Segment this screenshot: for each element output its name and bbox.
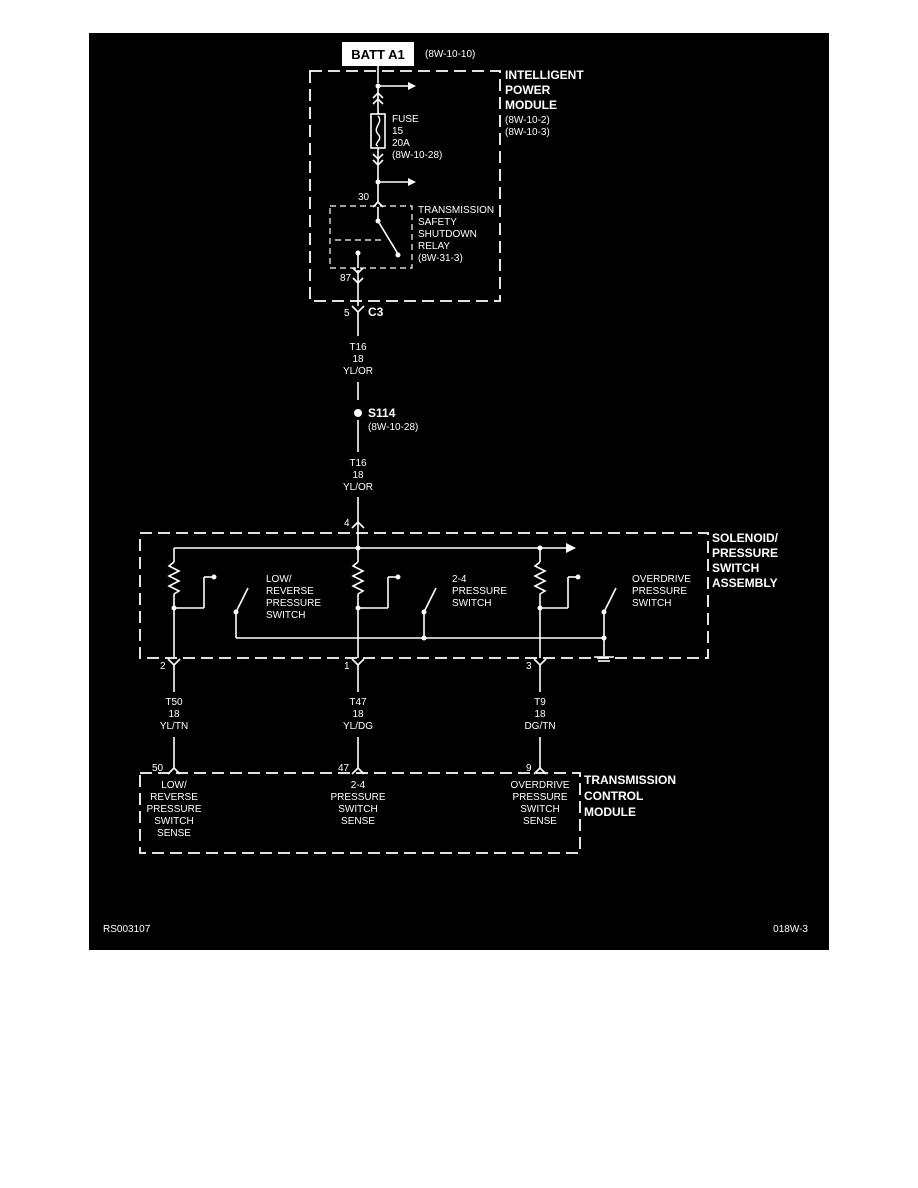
switch-3-label-2: PRESSURE	[632, 586, 687, 597]
fuse-label: FUSE	[392, 114, 419, 125]
relay-outline	[329, 205, 413, 269]
battery-feed: BATT A1 (8W-10-10)	[342, 42, 475, 83]
connector-c3-name: C3	[368, 305, 384, 319]
diagram-panel	[89, 33, 829, 950]
wire-lower-color: YL/OR	[343, 482, 373, 493]
wire-upper-color: YL/OR	[343, 366, 373, 377]
tcm-input-1-line-2: REVERSE	[150, 792, 198, 803]
battery-ref: (8W-10-10)	[425, 49, 475, 60]
ipm-ref-1: (8W-10-2)	[505, 115, 550, 126]
overdrive-pressure-switch: OVERDRIVE PRESSURE SWITCH	[533, 548, 691, 658]
wire-t9-color: DG/TN	[524, 721, 555, 732]
wire-upper-gauge: 18	[352, 354, 364, 365]
tcm-input-1-line-5: SENSE	[157, 828, 191, 839]
tcm-input-1-line-3: PRESSURE	[146, 804, 201, 815]
wire-t50-color: YL/TN	[160, 721, 188, 732]
solenoid-title-2: PRESSURE	[712, 546, 778, 560]
connector-c3-pin: 5	[344, 308, 350, 319]
tcm-input-3-line-3: SWITCH	[520, 804, 559, 815]
splice-ref: (8W-10-28)	[368, 422, 418, 433]
switch-3-label-3: SWITCH	[632, 598, 671, 609]
fuse-number: 15	[392, 126, 404, 137]
transmission-control-module: TRANSMISSION CONTROL MODULE 50 47 9 LOW/…	[139, 763, 676, 854]
solenoid-pin-2: 2	[160, 661, 166, 672]
relay-pin-87: 87	[340, 273, 352, 284]
tcm-input-3-line-1: OVERDRIVE	[511, 780, 570, 791]
solenoid-title-4: ASSEMBLY	[712, 576, 778, 590]
tcm-title-1: TRANSMISSION	[584, 773, 676, 787]
relay-label-1: TRANSMISSION	[418, 205, 494, 216]
wire-t50-circuit: T50	[165, 697, 183, 708]
switch-3-label-1: OVERDRIVE	[632, 574, 691, 585]
tcm-input-1-line-1: LOW/	[161, 780, 187, 791]
tcm-input-1-line-4: SWITCH	[154, 816, 193, 827]
wire-upper-circuit: T16	[349, 342, 367, 353]
wire-t47-circuit: T47	[349, 697, 367, 708]
relay-ref: (8W-31-3)	[418, 253, 463, 264]
splice-s114: S114 (8W-10-28)	[354, 406, 418, 452]
switch-1-label-4: SWITCH	[266, 610, 305, 621]
wire-t50-gauge: 18	[168, 709, 180, 720]
tcm-input-2-line-3: SWITCH	[338, 804, 377, 815]
wire-t16-upper: T16 18 YL/OR	[343, 342, 373, 400]
tcm-title-2: CONTROL	[584, 789, 643, 803]
ipm-title-2: POWER	[505, 83, 551, 97]
two-four-pressure-switch: 2-4 PRESSURE SWITCH	[351, 548, 507, 658]
battery-box	[342, 42, 414, 66]
solenoid-title-1: SOLENOID/	[712, 531, 779, 545]
intelligent-power-module: INTELLIGENT POWER MODULE (8W-10-2) (8W-1…	[309, 68, 584, 306]
switch-1-label-3: PRESSURE	[266, 598, 321, 609]
ipm-title-1: INTELLIGENT	[505, 68, 584, 82]
tcm-pin-9: 9	[526, 763, 532, 774]
tcm-input-2-line-4: SENSE	[341, 816, 375, 827]
relay-label-3: SHUTDOWN	[418, 229, 477, 240]
fuse-ref: (8W-10-28)	[392, 150, 442, 161]
solenoid-pressure-switch-assembly: SOLENOID/ PRESSURE SWITCH ASSEMBLY 4	[139, 518, 779, 672]
battery-name: BATT A1	[351, 47, 404, 62]
tcm-pin-47: 47	[338, 763, 350, 774]
switch-2-label-2: PRESSURE	[452, 586, 507, 597]
figure-id-left: RS003107	[103, 924, 151, 935]
wire-t47-color: YL/DG	[343, 721, 373, 732]
relay-label-2: SAFETY	[418, 217, 457, 228]
splice-name: S114	[368, 406, 396, 420]
wire-lower-gauge: 18	[352, 470, 364, 481]
solenoid-pin-3: 3	[526, 661, 532, 672]
solenoid-input-pin: 4	[344, 518, 350, 529]
switch-1-label-2: REVERSE	[266, 586, 314, 597]
tcm-input-3-line-2: PRESSURE	[512, 792, 567, 803]
relay-label-4: RELAY	[418, 241, 450, 252]
relay-pin-30: 30	[358, 192, 370, 203]
solenoid-title-3: SWITCH	[712, 561, 759, 575]
switch-2-label-3: SWITCH	[452, 598, 491, 609]
wire-t9-circuit: T9	[534, 697, 546, 708]
ipm-title-3: MODULE	[505, 98, 557, 112]
wire-t47-gauge: 18	[352, 709, 364, 720]
tcm-input-3-line-4: SENSE	[523, 816, 557, 827]
tcm-title-3: MODULE	[584, 805, 636, 819]
tcm-pin-50: 50	[152, 763, 164, 774]
switch-2-label-1: 2-4	[452, 574, 467, 585]
wires-to-tcm: T50 18 YL/TN T47 18 YL/DG T9 18 DG/TN	[160, 665, 556, 768]
figure-id-right: 018W-3	[773, 924, 808, 935]
ipm-ref-2: (8W-10-3)	[505, 127, 550, 138]
switch-1-label-1: LOW/	[266, 574, 292, 585]
wire-lower-circuit: T16	[349, 458, 367, 469]
fuse-rating: 20A	[392, 138, 410, 149]
tcm-input-2-line-1: 2-4	[351, 780, 366, 791]
low-reverse-pressure-switch: LOW/ REVERSE PRESSURE SWITCH	[167, 548, 321, 658]
wire-t9-gauge: 18	[534, 709, 546, 720]
connector-c3: 5 C3	[344, 305, 384, 336]
solenoid-pin-1: 1	[344, 661, 350, 672]
ipm-outline	[309, 70, 501, 302]
solenoid-outline	[139, 532, 709, 659]
tcm-outline	[139, 772, 581, 854]
tcm-input-2-line-2: PRESSURE	[330, 792, 385, 803]
